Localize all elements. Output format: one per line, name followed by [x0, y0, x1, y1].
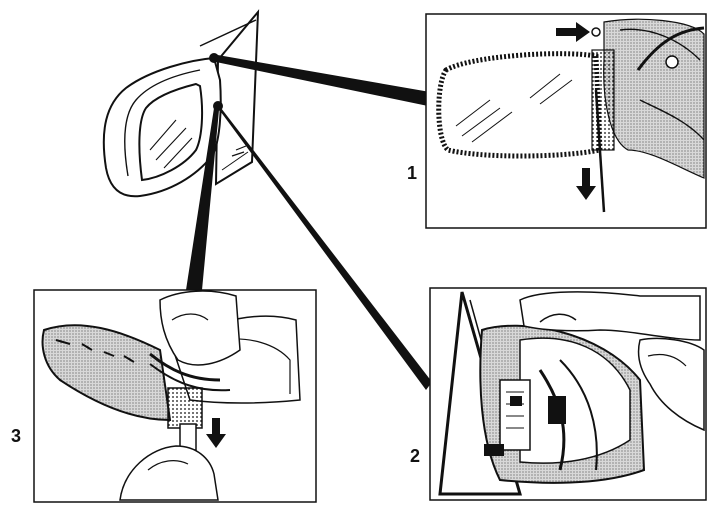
panel-step-1 — [425, 13, 707, 229]
arrow-right — [556, 22, 590, 42]
step-number-2: 2 — [410, 446, 421, 466]
leader-to-step-1 — [212, 54, 430, 106]
step-number-1: 1 — [407, 163, 418, 183]
door-window-frame — [214, 9, 260, 186]
arrow-down-3 — [206, 418, 226, 448]
leader-to-step-2 — [215, 104, 432, 390]
mirror-glass — [138, 82, 204, 182]
panel-step-3 — [33, 289, 317, 503]
leader-to-step-3 — [186, 108, 219, 290]
panel-step-2 — [429, 287, 707, 501]
panel-1-glass — [436, 51, 603, 159]
step-number-3: 3 — [11, 426, 22, 446]
arrow-down-1 — [576, 168, 596, 200]
callout-leaders — [186, 54, 432, 390]
mirror-overview — [102, 9, 260, 198]
